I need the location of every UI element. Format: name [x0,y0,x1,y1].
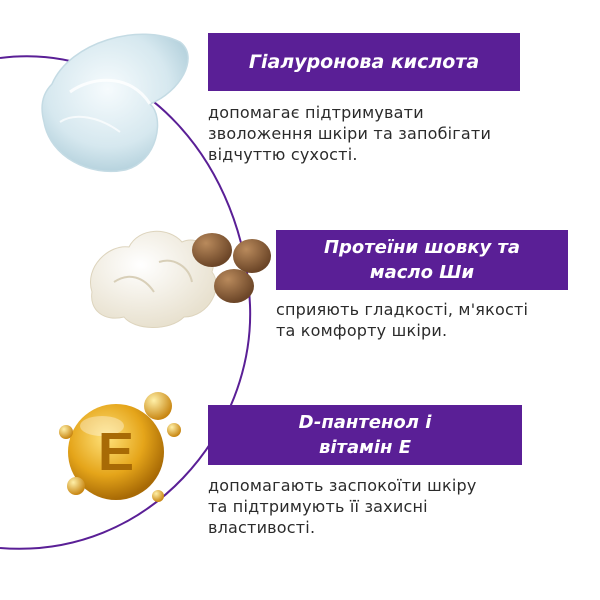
ingredient-3-description: допомагають заспокоїти шкіру та підтриму… [208,475,568,538]
ingredient-2-desc-line-2: та комфорту шкіри. [276,321,448,340]
ingredient-1-desc-line-2: зволоження шкіри та запобігати [208,124,492,143]
ingredient-3-title-line-2: вітамін Е [318,437,412,458]
ingredient-3-desc-line-3: властивості. [208,518,316,537]
gel-smear-icon [41,33,189,172]
ingredient-3-title-box: D-пантенол і вітамін Е [208,405,522,465]
ingredient-2-title-line-2: масло Ши [369,262,475,283]
shea-butter-nuts-icon [90,230,271,328]
ingredient-1-desc-line-3: відчуттю сухості. [208,145,358,164]
ingredient-3-desc-line-2: та підтримують її захисні [208,497,428,516]
ingredient-1-description: допомагає підтримувати зволоження шкіри … [208,102,568,165]
ingredient-3-desc-line-1: допомагають заспокоїти шкіру [208,476,477,495]
ingredient-2-desc-line-1: сприяють гладкості, м'якості [276,300,529,319]
ingredient-2-title-line-1: Протеїни шовку та [323,237,521,258]
ingredient-3-title-line-1: D-пантенол і [298,412,432,433]
vitamin-letter: E [98,422,134,482]
ingredient-1-desc-line-1: допомагає підтримувати [208,103,424,122]
ingredient-2-description: сприяють гладкості, м'якості та комфорту… [276,299,576,341]
vitamin-e-capsule-icon: E [59,392,181,502]
ingredient-1-title-box: Гіалуронова кислота [208,33,520,91]
ingredient-2-title-box: Протеїни шовку та масло Ши [276,230,568,290]
ingredient-1-title-line-1: Гіалуронова кислота [248,51,480,73]
